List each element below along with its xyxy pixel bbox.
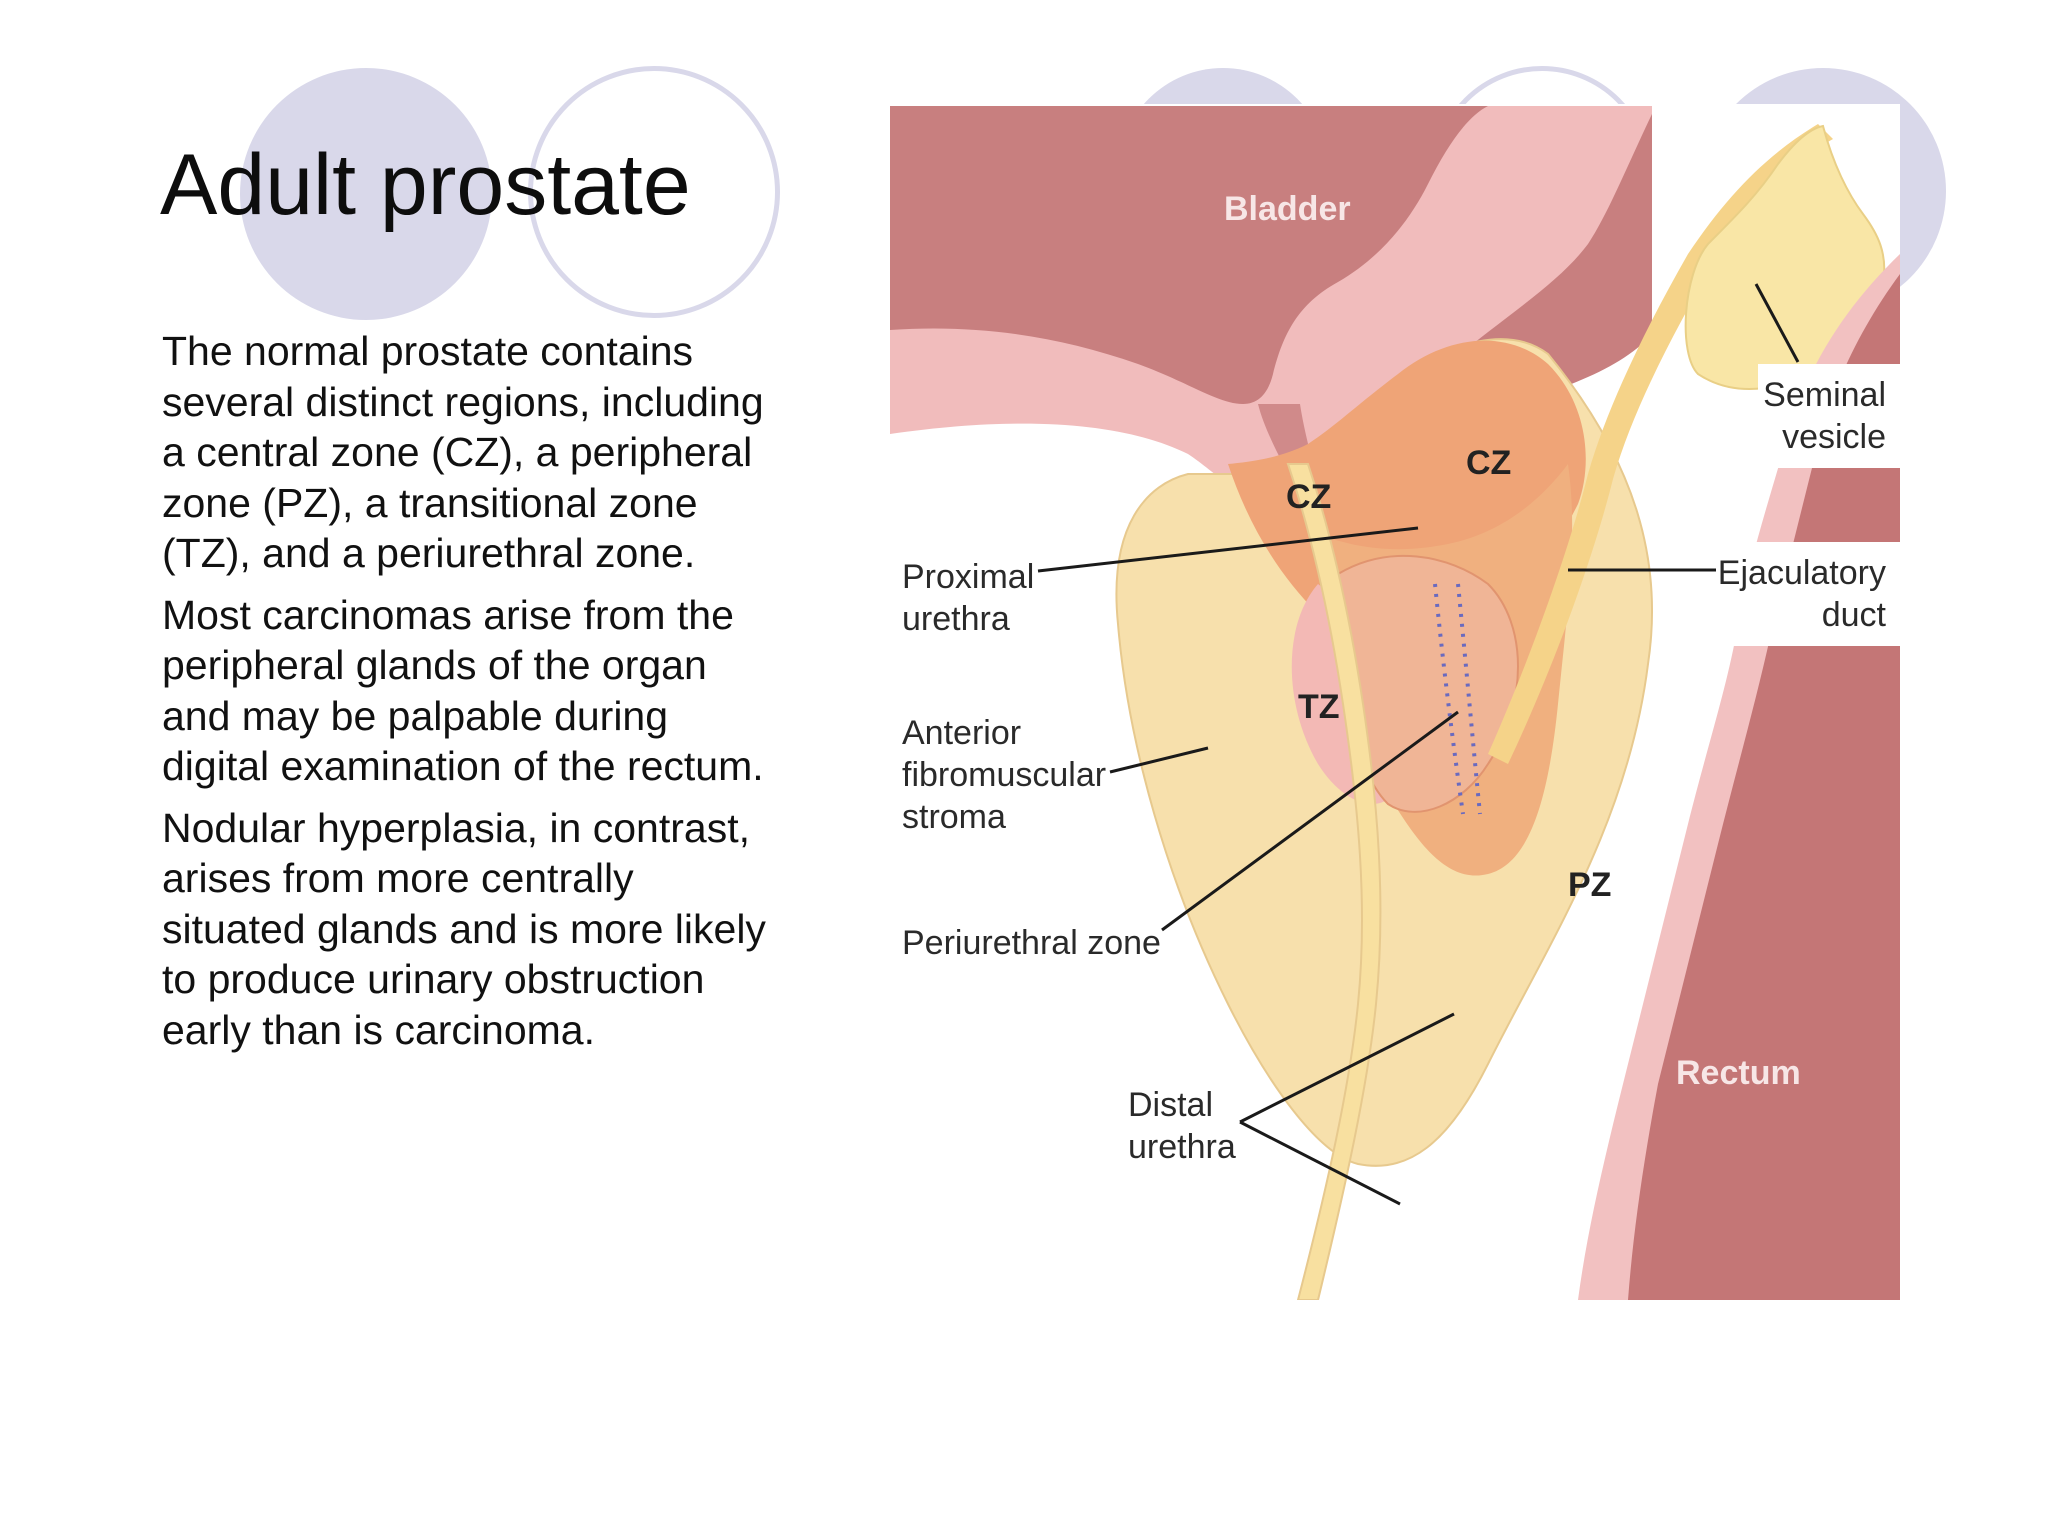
pz-label: PZ <box>1568 866 1611 904</box>
paragraph-carcinoma: Most carcinomas arise from the periphera… <box>162 591 764 790</box>
slide-title: Adult prostate <box>160 137 691 233</box>
anterior-stroma-label: Anterior <box>902 714 1021 752</box>
seminal-vesicle-label: vesicle <box>1782 418 1886 456</box>
tz-label: TZ <box>1298 688 1340 726</box>
distal-urethra-label: urethra <box>1128 1128 1236 1166</box>
rectum-label: Rectum <box>1676 1054 1801 1092</box>
ejaculatory-duct-label-bg <box>1710 542 1900 646</box>
cz-left-label: CZ <box>1286 478 1331 516</box>
leader-line <box>1239 1120 1401 1206</box>
paragraph-zones: The normal prostate contains several dis… <box>162 328 764 576</box>
periurethral-dotted-line <box>1456 583 1482 815</box>
seminal-vesicle-label-bg <box>1758 364 1900 468</box>
distal-urethra-label: Distal <box>1128 1086 1213 1124</box>
cz-right-label: CZ <box>1466 444 1511 482</box>
leader-line <box>1161 710 1459 932</box>
ejaculatory-duct-label: duct <box>1822 596 1887 634</box>
paragraph-hyperplasia: Nodular hyperplasia, in contrast, arises… <box>162 804 766 1053</box>
decorative-circle-filled <box>240 68 492 320</box>
urethra <box>1286 463 1382 1300</box>
bladder-lumen <box>890 106 1652 499</box>
prostate-anatomy-diagram: Bladder Rectum CZ CZ TZ PZ Proximal uret… <box>888 104 1900 1300</box>
proximal-urethra-label: Proximal <box>902 558 1034 596</box>
proximal-urethra-label: urethra <box>902 600 1010 638</box>
rectum-shape <box>1628 274 1900 1300</box>
slide-body: The normal prostate contains several dis… <box>162 326 782 1066</box>
periurethral-dotted-line <box>1433 583 1465 815</box>
bladder-label: Bladder <box>1224 190 1351 228</box>
seminal-vesicle-label: Seminal <box>1763 376 1886 414</box>
decorative-circle-outline <box>528 66 780 318</box>
periurethral-zone-label: Periurethral zone <box>902 924 1161 962</box>
leader-line <box>1239 1012 1455 1124</box>
ejaculatory-duct-label: Ejaculatory <box>1718 554 1886 592</box>
leader-line <box>1754 283 1800 363</box>
anterior-stroma-label: fibromuscular <box>902 756 1106 794</box>
leader-line <box>1109 746 1209 774</box>
anterior-stroma-label: stroma <box>902 798 1006 836</box>
ejaculatory-duct <box>1488 124 1833 764</box>
leader-line <box>1037 526 1419 573</box>
